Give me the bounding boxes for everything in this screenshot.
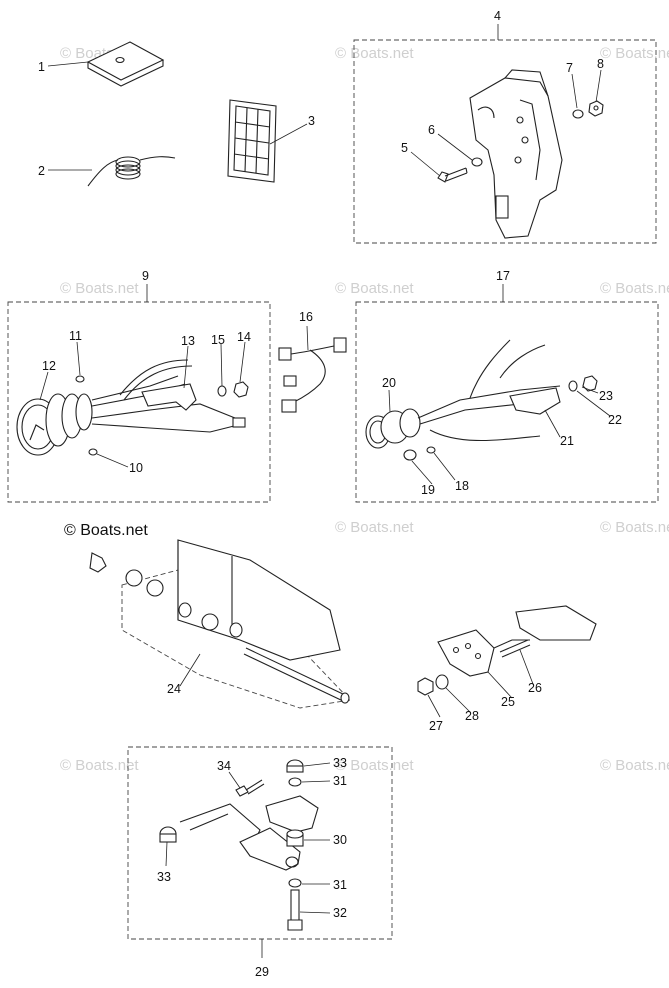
- part-12-gauge: [16, 393, 93, 456]
- callout-22: 22: [608, 413, 622, 427]
- group-box-4: [353, 39, 657, 244]
- watermark: © Boats.net: [60, 757, 139, 774]
- watermark: © Boats.net: [600, 519, 669, 536]
- part-5-bolt: [437, 167, 468, 183]
- callout-2: 2: [38, 164, 45, 178]
- callout-5: 5: [401, 141, 408, 155]
- callout-24: 24: [167, 682, 181, 696]
- callout-19: 19: [421, 483, 435, 497]
- callout-1: 1: [38, 60, 45, 74]
- part-18-clip: [426, 446, 436, 454]
- part-2-coil: [87, 156, 176, 187]
- part-21-bracket: [509, 387, 561, 415]
- callout-14: 14: [237, 330, 251, 344]
- callout-33: 33: [157, 870, 171, 884]
- callout-32: 32: [333, 906, 347, 920]
- callout-6: 6: [428, 123, 435, 137]
- watermark: © Boats.net: [600, 757, 669, 774]
- watermark: © Boats.net: [335, 45, 414, 62]
- watermark: © Boats.net: [335, 757, 414, 774]
- callout-20: 20: [382, 376, 396, 390]
- watermark: © Boats.net: [335, 519, 414, 536]
- part-10-clip: [88, 448, 98, 456]
- watermark: © Boats.net: [600, 280, 669, 297]
- part-24-assembly: [89, 539, 350, 704]
- part-28-washer: [435, 674, 449, 690]
- group-box-29: [127, 746, 393, 940]
- watermarks: © Boats.net © Boats.net © Boats.net © Bo…: [60, 45, 669, 774]
- part-27-nut: [417, 677, 434, 696]
- part-11-clip: [75, 375, 85, 383]
- group-box-9: [7, 301, 271, 503]
- part-3-grid-card: [227, 99, 277, 183]
- callout-9: 9: [142, 269, 149, 283]
- callout-8: 8: [597, 57, 604, 71]
- callout-29: 29: [255, 965, 269, 979]
- part-29-link: [179, 795, 319, 871]
- part-9-harness: [91, 359, 246, 433]
- part-6-washer: [471, 157, 483, 167]
- part-25-plate: [437, 605, 597, 677]
- part-17-harness: [417, 339, 561, 441]
- part-34-bolt: [235, 779, 265, 797]
- callout-21: 21: [560, 434, 574, 448]
- watermark-prominent: © Boats.net: [64, 522, 148, 539]
- callout-18: 18: [455, 479, 469, 493]
- part-15-washer: [217, 385, 227, 397]
- part-22-washer: [568, 380, 578, 392]
- part-8-nut: [588, 100, 604, 117]
- callout-17: 17: [496, 269, 510, 283]
- callout-13: 13: [181, 334, 195, 348]
- part-13-bracket: [141, 383, 197, 411]
- callout-27: 27: [429, 719, 443, 733]
- callout-30: 30: [333, 833, 347, 847]
- callout-23: 23: [599, 389, 613, 403]
- watermark: © Boats.net: [600, 45, 669, 62]
- callout-31: 31: [333, 774, 347, 788]
- part-1-pad: [86, 41, 165, 87]
- callout-34: 34: [217, 759, 231, 773]
- callout-31: 31: [333, 878, 347, 892]
- part-32-bolt: [287, 889, 303, 931]
- part-20-gauge: [365, 408, 421, 449]
- group-box-24: [121, 569, 351, 709]
- part-14-nut: [233, 381, 249, 398]
- leader-lines: [39, 61, 611, 914]
- callout-12: 12: [42, 359, 56, 373]
- callout-10: 10: [129, 461, 143, 475]
- group-box-17: [355, 301, 659, 503]
- part-16-harness: [278, 337, 347, 413]
- callout-3: 3: [308, 114, 315, 128]
- part-31-washer-bottom: [288, 878, 302, 888]
- callout-11: 11: [69, 329, 82, 343]
- callout-15: 15: [211, 333, 225, 347]
- part-23-nut: [582, 375, 598, 392]
- part-7-washer: [572, 109, 584, 119]
- part-19-cap: [403, 449, 417, 461]
- watermark: © Boats.net: [60, 280, 139, 297]
- part-33-nut-left: [159, 826, 177, 843]
- part-4-bracket: [469, 69, 563, 239]
- callout-28: 28: [465, 709, 479, 723]
- part-26-stud: [499, 639, 531, 658]
- watermark: © Boats.net: [335, 280, 414, 297]
- callout-25: 25: [501, 695, 515, 709]
- callout-33: 33: [333, 756, 347, 770]
- callouts: 1 2 3 4 5 6 7 8 9 10 11 12 13 14 15 16 1…: [38, 9, 622, 979]
- callout-4: 4: [494, 9, 501, 23]
- callout-26: 26: [528, 681, 542, 695]
- part-31-washer-top: [288, 777, 302, 787]
- callout-16: 16: [299, 310, 313, 324]
- part-30-bushing: [286, 829, 304, 847]
- callout-7: 7: [566, 61, 573, 75]
- part-33-nut-top: [286, 759, 304, 773]
